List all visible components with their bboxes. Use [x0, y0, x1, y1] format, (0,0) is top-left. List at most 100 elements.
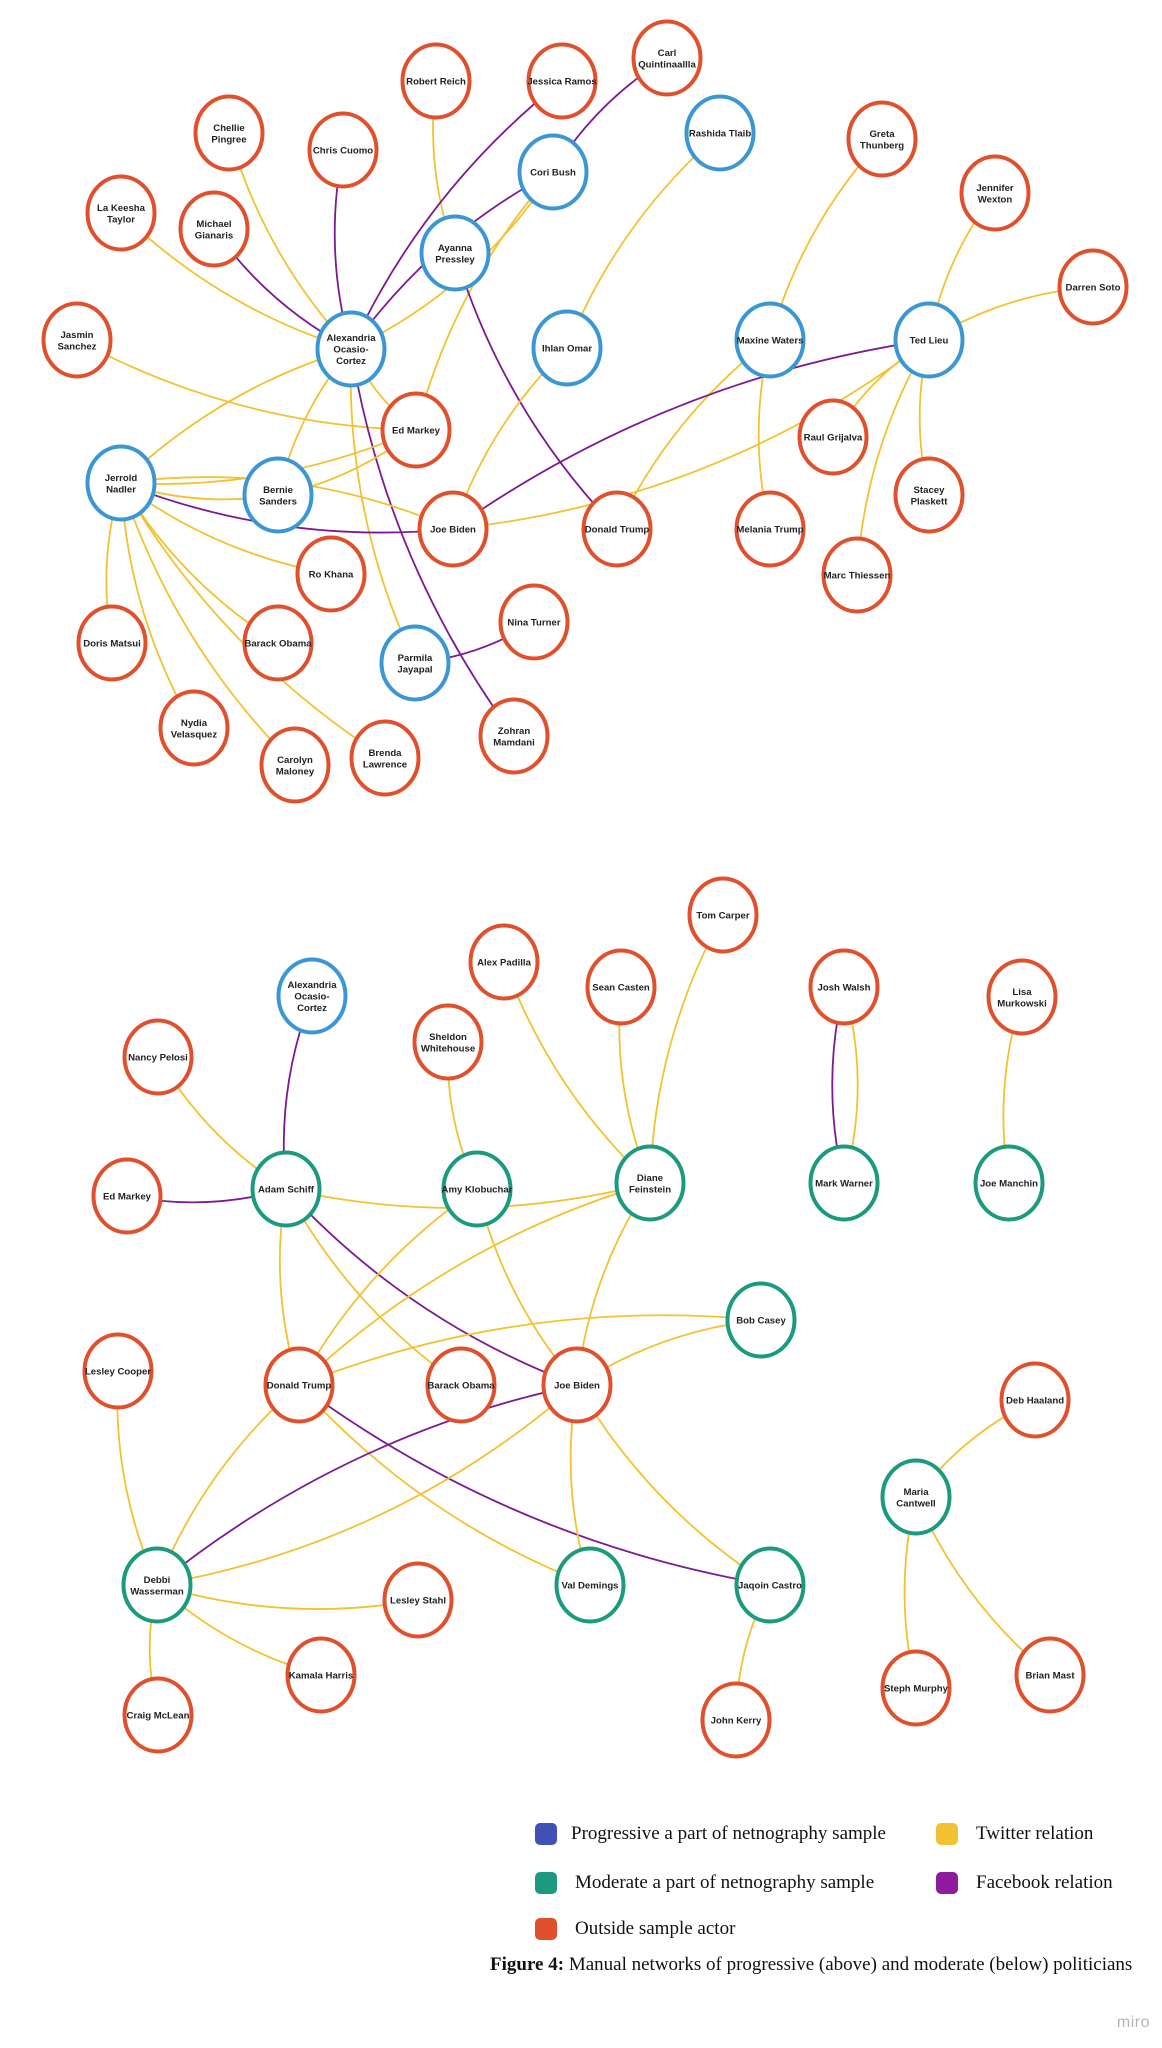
node-circle	[122, 1018, 194, 1096]
node-progressive-nt: Nina Turner	[498, 583, 570, 661]
node-label: Joe Manchin	[980, 1179, 1038, 1190]
node-circle	[846, 100, 918, 178]
edge-twitter-jb2-dws	[156, 1384, 578, 1586]
node-label: Adam Schiff	[258, 1185, 315, 1196]
node-label: Craig McLean	[127, 1711, 190, 1722]
node-progressive-io: Ihlan Omar	[531, 309, 603, 387]
node-circle	[121, 1546, 193, 1624]
node-label: Joe Biden	[554, 1381, 600, 1392]
node-circle	[307, 111, 379, 189]
node-circle	[412, 1003, 484, 1081]
legend-label-twitter: Twitter relation	[976, 1823, 1094, 1844]
edge-twitter-rt-io	[566, 132, 721, 349]
node-progressive-cb: Cori Bush	[517, 133, 589, 211]
node-circle	[468, 923, 540, 1001]
node-circle	[178, 190, 250, 268]
edge-facebook-jb2-dws	[156, 1384, 578, 1586]
edge-facebook-as-jb2	[285, 1188, 578, 1386]
legend-swatch-progressive	[535, 1823, 557, 1845]
node-label: Lesley Cooper	[85, 1367, 151, 1378]
node-circle	[973, 1144, 1045, 1222]
node-moderate-sm: Steph Murphy	[880, 1649, 952, 1727]
node-label: Jaqoin Castro	[738, 1581, 802, 1592]
node-moderate-apd: Alex Padilla	[468, 923, 540, 1001]
node-label: Brian Mast	[1025, 1671, 1075, 1682]
node-progressive-rk: Ro Khana	[295, 535, 367, 613]
node-circle	[631, 19, 703, 97]
node-circle	[821, 536, 893, 614]
legend-label-moderate: Moderate a part of netnography sample	[575, 1872, 875, 1893]
node-circle	[91, 1157, 163, 1235]
node-progressive-mw: Maxine Waters	[734, 301, 806, 379]
node-label: Steph Murphy	[884, 1684, 949, 1695]
node-moderate-jc: Jaqoin Castro	[734, 1546, 806, 1624]
node-circle	[808, 1144, 880, 1222]
node-circle	[417, 490, 489, 568]
legend-swatch-outside	[535, 1918, 557, 1940]
node-label: Deb Haaland	[1006, 1396, 1064, 1407]
node-moderate-jk: John Kerry	[700, 1681, 772, 1759]
node-moderate-dt2: Donald Trump	[263, 1346, 335, 1424]
node-progressive-bo: Barack Obama	[242, 604, 314, 682]
node-circle	[614, 1144, 686, 1222]
node-label: Marc Thiessen	[824, 571, 891, 582]
edge-twitter-bc-dt2	[298, 1314, 762, 1386]
node-label: Ted Lieu	[910, 336, 949, 347]
node-moderate-mwa: Mark Warner	[808, 1144, 880, 1222]
node-label: Nancy Pelosi	[128, 1053, 188, 1064]
node-moderate-kh: Kamala Harris	[285, 1636, 357, 1714]
node-progressive-jb: Joe Biden	[417, 490, 489, 568]
node-circle	[1057, 248, 1129, 326]
node-moderate-dh: Deb Haaland	[999, 1361, 1071, 1439]
node-label: Kamala Harris	[289, 1671, 354, 1682]
node-moderate-jwa: Josh Walsh	[808, 948, 880, 1026]
node-circle	[276, 957, 348, 1035]
node-circle	[441, 1150, 513, 1228]
node-circle	[379, 624, 451, 702]
node-label: Mark Warner	[815, 1179, 873, 1190]
node-progressive-jr: Jessica Ramos	[526, 42, 598, 120]
node-moderate-jb2: Joe Biden	[541, 1346, 613, 1424]
node-moderate-jm: Joe Manchin	[973, 1144, 1045, 1222]
node-label: Joe Biden	[430, 525, 476, 536]
node-label: Darren Soto	[1066, 283, 1121, 294]
node-label: John Kerry	[711, 1716, 762, 1727]
node-moderate-bo2: Barack Obama	[425, 1346, 497, 1424]
node-label: Chris Cuomo	[313, 146, 373, 157]
node-circle	[554, 1546, 626, 1624]
figure-caption: Figure 4: Manual networks of progressive…	[490, 1954, 1132, 1976]
node-label: Ed Markey	[103, 1192, 152, 1203]
node-label: Amy Klobuchar	[442, 1185, 513, 1196]
caption-prefix: Figure 4:	[490, 1954, 565, 1975]
legend-label-progressive: Progressive a part of netnography sample	[571, 1823, 886, 1844]
node-label: Jessica Ramos	[527, 77, 596, 88]
edge-twitter-jn-cm	[120, 482, 296, 766]
node-label: Alex Padilla	[477, 958, 532, 969]
node-circle	[85, 444, 157, 522]
node-circle	[193, 94, 265, 172]
